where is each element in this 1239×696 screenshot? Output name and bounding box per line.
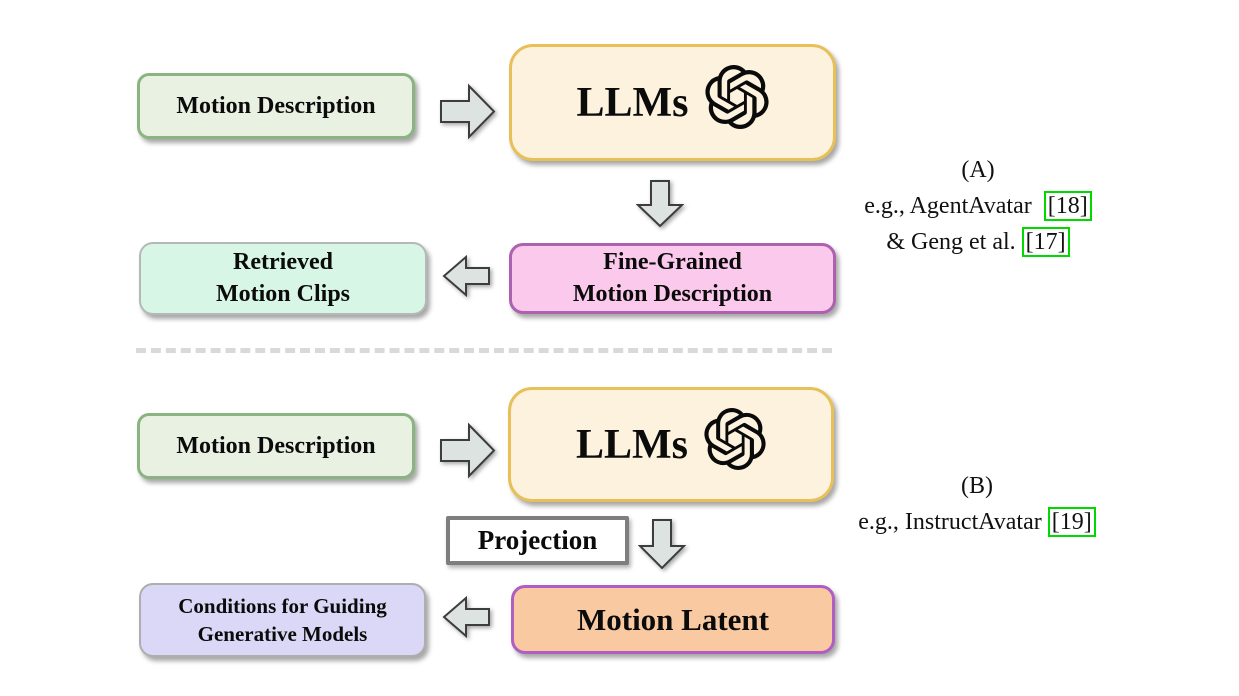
motion-description-label-a: Motion Description xyxy=(176,92,376,119)
conditions-box: Conditions for Guiding Generative Models xyxy=(139,583,426,657)
projection-label: Projection xyxy=(477,525,598,555)
arrow-left-icon xyxy=(442,254,491,302)
section-a-caption: (A) e.g., AgentAvatar[18] & Geng et al.[… xyxy=(828,152,1128,260)
section-b-caption: (B) e.g., InstructAvatar[19] xyxy=(826,468,1128,540)
fine-grained-label-line1: Fine-Grained xyxy=(603,249,742,276)
arrow-right-icon xyxy=(439,83,497,145)
fine-grained-label-line2: Motion Description xyxy=(572,280,773,307)
section-b-label: (B) xyxy=(961,473,993,499)
arrow-right-icon xyxy=(439,422,497,484)
retrieved-motion-clips-box: Retrieved Motion Clips xyxy=(139,242,427,315)
retrieved-label-line2: Motion Clips xyxy=(215,280,350,307)
section-a-label: (A) xyxy=(961,157,995,183)
section-divider xyxy=(136,348,832,353)
openai-logo-icon xyxy=(704,408,766,481)
openai-logo-icon xyxy=(704,65,769,140)
llms-box-a: LLMs xyxy=(509,44,836,161)
motion-description-label-b: Motion Description xyxy=(176,432,376,459)
section-b-caption-line1: e.g., InstructAvatar[19] xyxy=(826,504,1128,540)
retrieved-label-line1: Retrieved xyxy=(233,249,333,276)
llms-label-b: LLMs xyxy=(575,421,688,468)
projection-box: Projection xyxy=(446,516,629,565)
arrow-down-icon xyxy=(637,518,687,575)
motion-latent-label: Motion Latent xyxy=(576,601,769,637)
motion-latent-box: Motion Latent xyxy=(511,585,835,654)
arrow-down-icon xyxy=(635,179,685,233)
section-a-caption-line1: e.g., AgentAvatar[18] xyxy=(828,188,1128,224)
citation-link-18[interactable]: [18] xyxy=(1043,191,1092,221)
section-a-caption-line2: & Geng et al.[17] xyxy=(828,224,1128,260)
conditions-label-line1: Conditions for Guiding xyxy=(178,593,387,618)
conditions-label-line2: Generative Models xyxy=(197,622,368,646)
arrow-left-icon xyxy=(442,595,491,643)
motion-description-box-b: Motion Description xyxy=(137,413,415,479)
citation-link-19[interactable]: [19] xyxy=(1047,507,1096,537)
llms-label-a: LLMs xyxy=(576,79,689,126)
fine-grained-motion-description-box: Fine-Grained Motion Description xyxy=(509,243,836,314)
llms-box-b: LLMs xyxy=(508,387,834,502)
motion-description-box-a: Motion Description xyxy=(137,73,415,139)
citation-link-17[interactable]: [17] xyxy=(1021,227,1070,257)
